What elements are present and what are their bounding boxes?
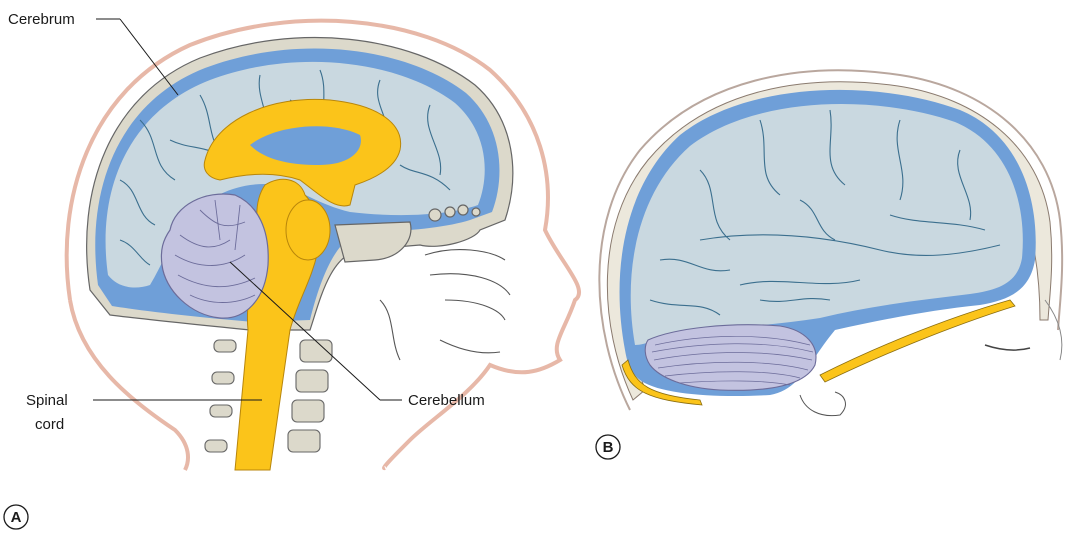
cerebrum-label: Cerebrum (8, 11, 75, 28)
cerebellum-label: Cerebellum (408, 392, 485, 409)
pons (286, 200, 330, 260)
ear-outline-b (800, 392, 845, 416)
spinal-cord-label-line2: cord (35, 416, 64, 433)
panel-a-letter: A (11, 509, 22, 526)
panel-b-letter: B (603, 439, 614, 456)
spinal-cord-label-line1: Spinal (26, 392, 68, 409)
panel-a-diagram (67, 21, 579, 470)
panel-a-badge: A (4, 505, 28, 529)
eyelashes-b (985, 345, 1030, 350)
panel-b-diagram (599, 70, 1062, 415)
nasal-cavity-lines (380, 250, 510, 360)
scalp-back (70, 300, 188, 470)
label-cerebrum: Cerebrum (8, 11, 178, 95)
panel-b-badge: B (596, 435, 620, 459)
